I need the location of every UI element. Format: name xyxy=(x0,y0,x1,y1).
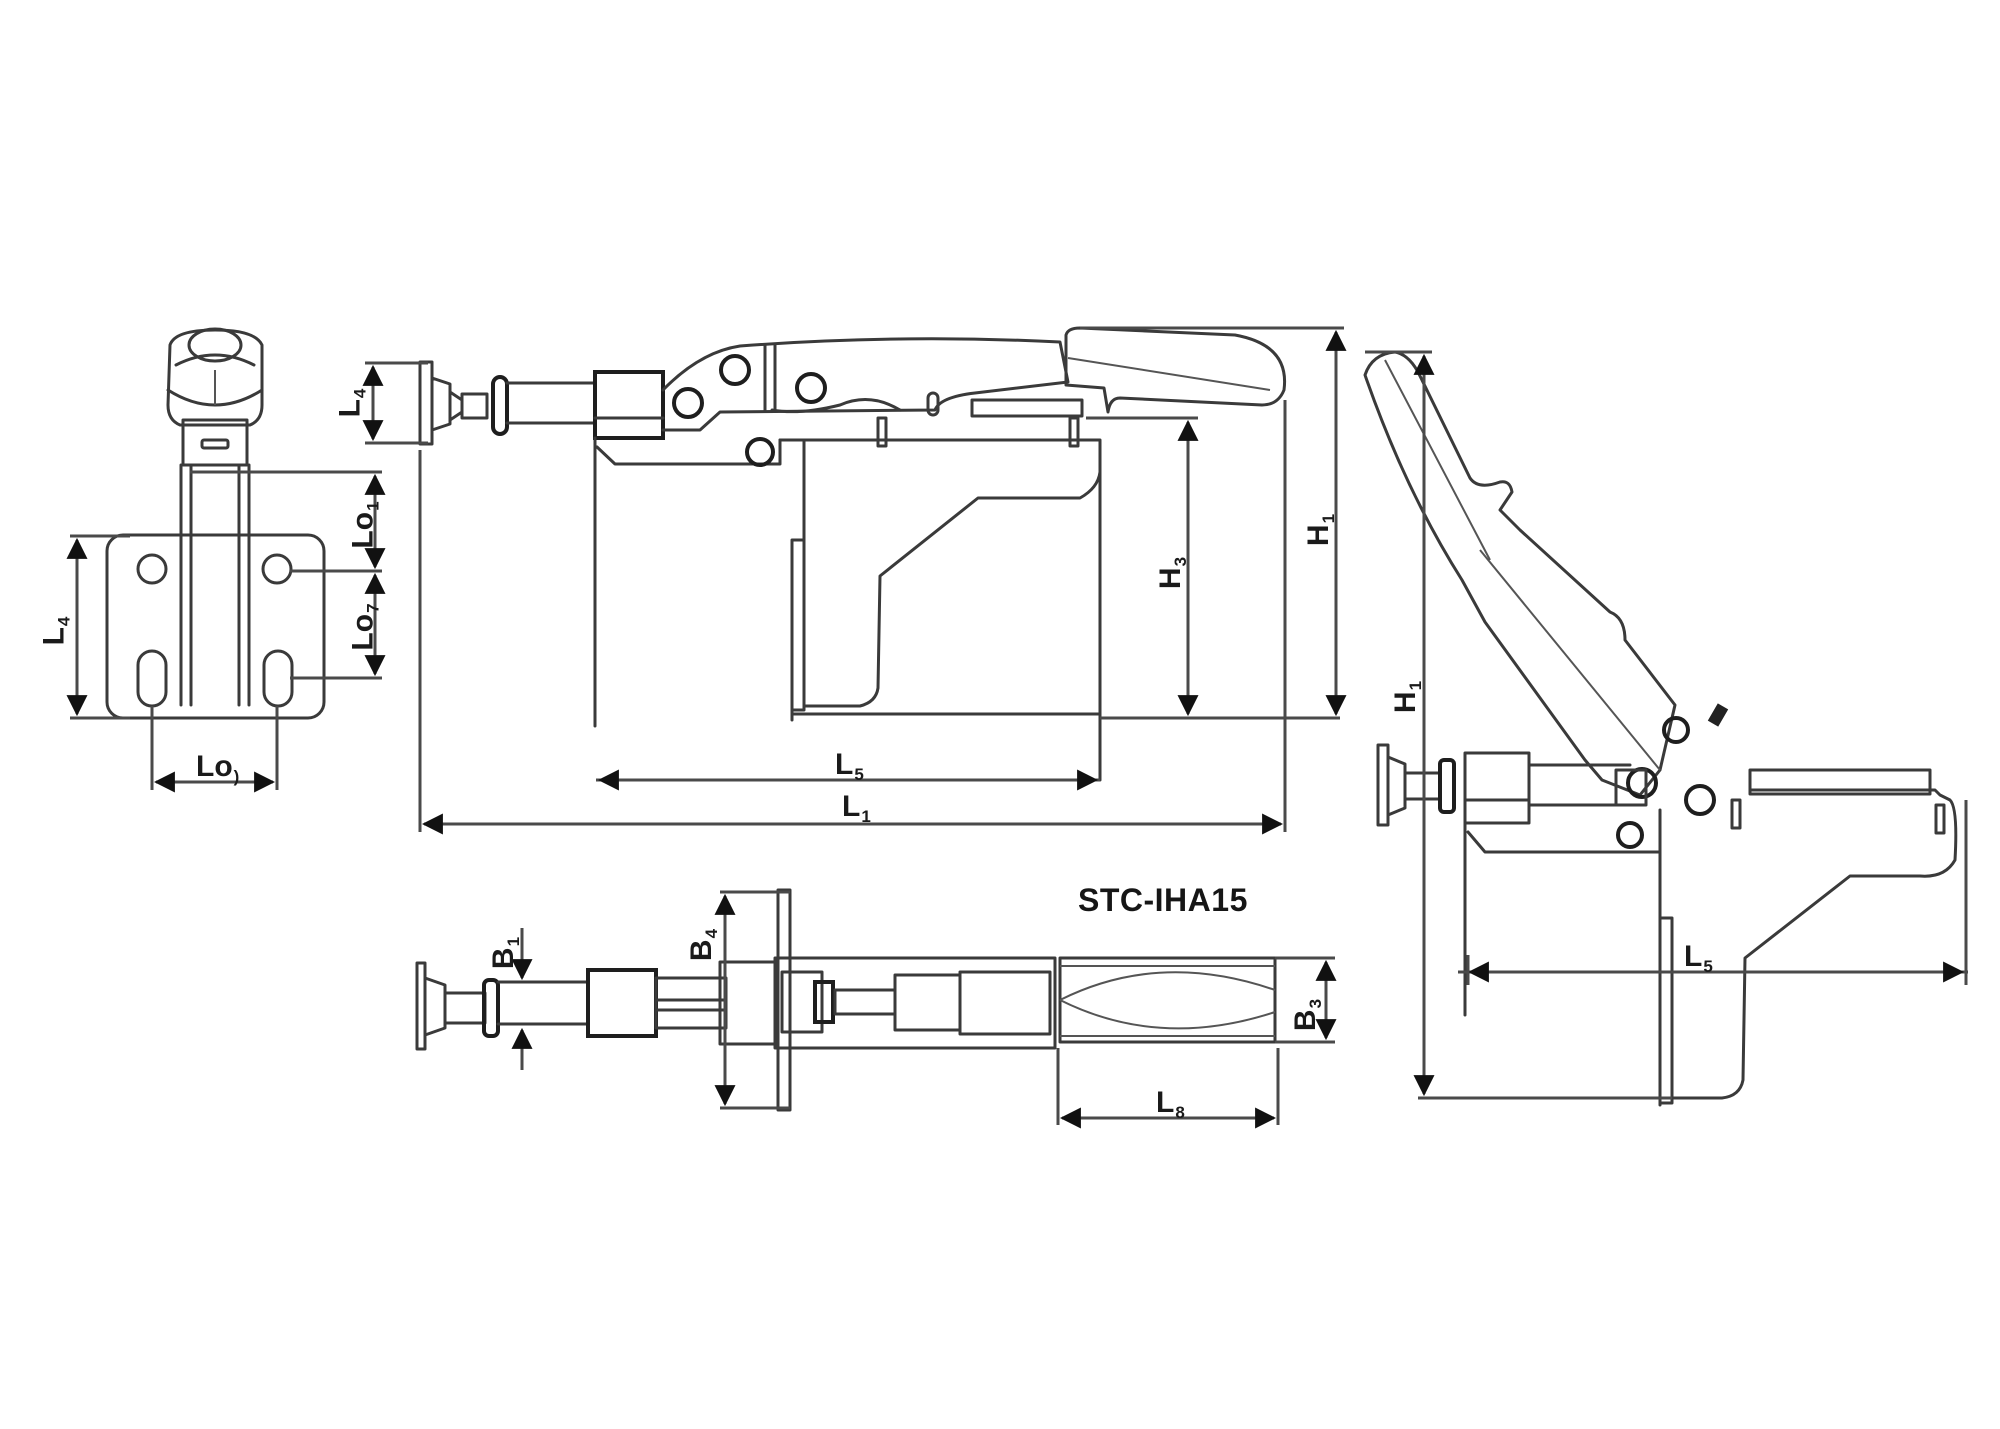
side-view xyxy=(362,326,1347,835)
dim-label-L8: L8 xyxy=(1156,1086,1185,1122)
dim-label-H3: H3 xyxy=(1154,556,1191,590)
open-view xyxy=(1363,350,1968,1107)
dim-label-L4-spindle: L4 xyxy=(333,388,370,418)
end-view xyxy=(66,327,386,793)
dim-label-Lo1-horizontal: Lo) xyxy=(196,750,240,786)
dim-label-H1-open: H1 xyxy=(1389,680,1426,714)
dim-label-B4: B4 xyxy=(685,928,722,962)
dim-label-L5: L5 xyxy=(835,748,864,784)
dim-label-L5-open: L5 xyxy=(1684,940,1713,976)
dim-label-H1-closed: H1 xyxy=(1302,513,1339,547)
dim-label-Lo1-lower: Lo7 xyxy=(346,603,383,651)
dim-label-Lo1-upper: Lo1 xyxy=(346,501,383,549)
dim-label-L1: L1 xyxy=(842,790,871,826)
dim-label-B1: B1 xyxy=(487,936,524,970)
dim-label-B3: B3 xyxy=(1289,998,1326,1032)
model-title: STC-IHA15 xyxy=(1078,882,1248,918)
top-view xyxy=(415,888,1337,1129)
dim-label-L4-plate: L4 xyxy=(37,616,74,646)
